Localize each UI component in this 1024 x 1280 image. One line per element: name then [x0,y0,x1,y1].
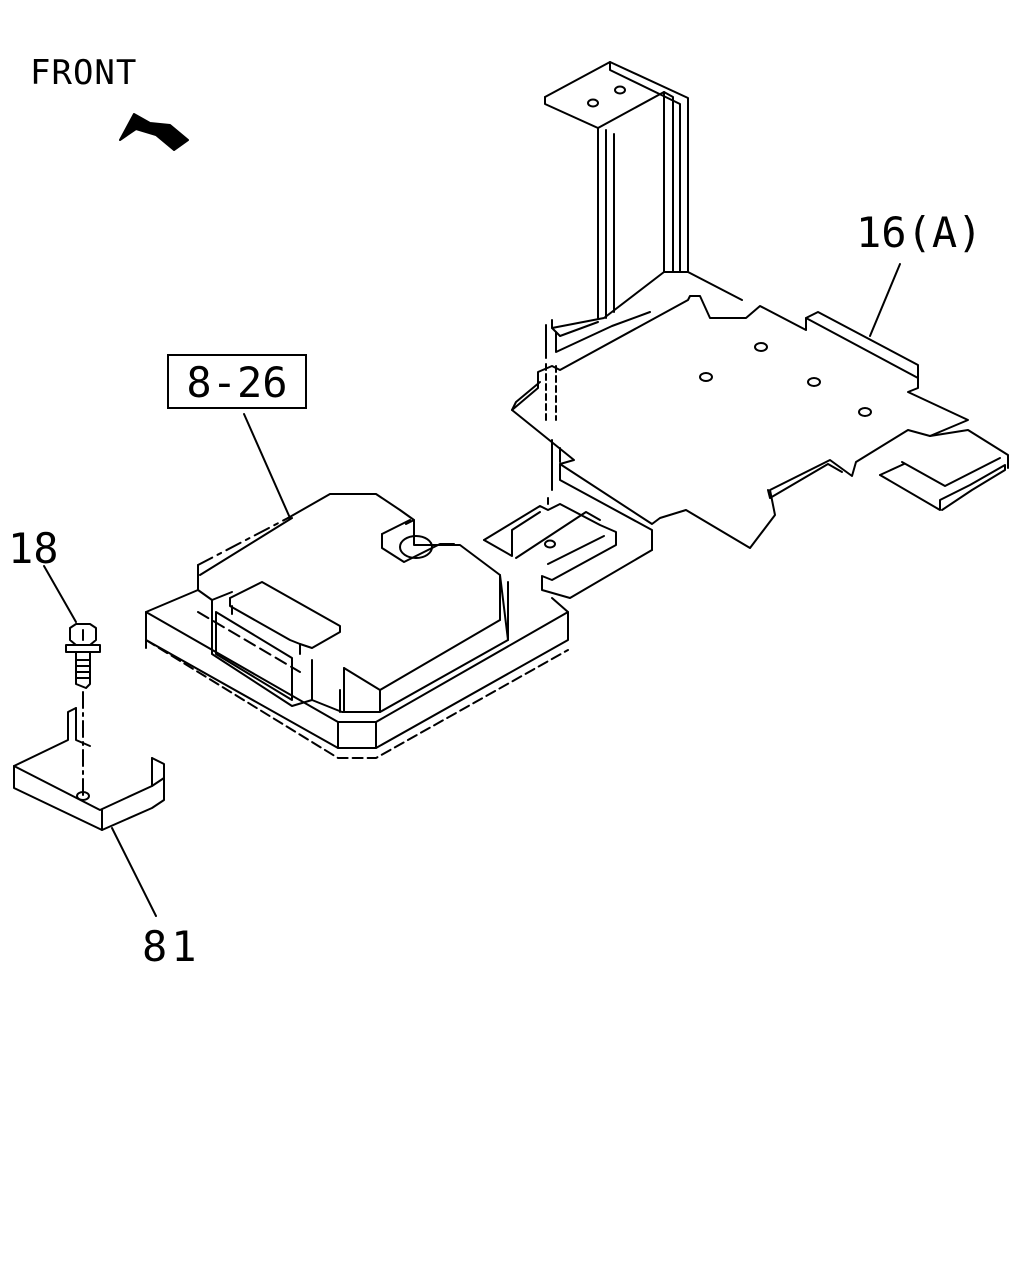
reference-box-8-26[interactable]: 8-26 [167,354,307,409]
flange-bolt-part [66,624,100,688]
frame-crossmember-part [484,62,1008,598]
front-arrow-icon [120,114,188,150]
callout-16a: 16(A) [856,208,983,257]
module-assembly-part [146,494,568,758]
callout-81: 81 [142,922,201,971]
bracket-part [14,708,164,830]
leader-16a [870,264,900,336]
front-direction-label: FRONT [30,53,138,93]
callout-8-26: 8-26 [186,358,288,407]
leader-8-26 [244,414,290,518]
leader-18 [44,566,76,622]
leader-81 [112,828,156,916]
callout-18: 18 [8,524,59,573]
